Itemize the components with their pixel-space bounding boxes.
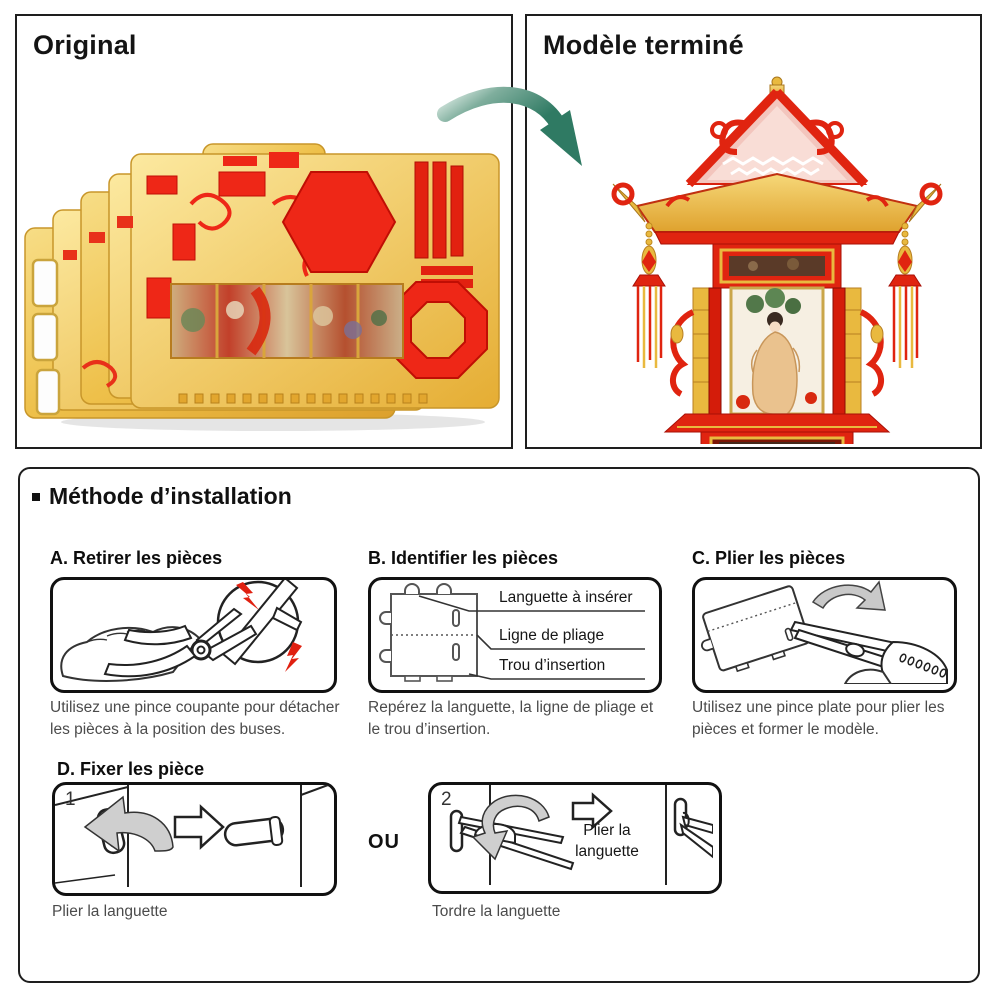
method-title: Méthode d’installation <box>32 483 292 510</box>
step-d-option2-caption: Tordre la languette <box>432 903 561 920</box>
label-fold-line: Ligne de pliage <box>499 627 605 644</box>
cutting-pliers-illustration <box>60 580 303 682</box>
fold-tab-illustration <box>55 785 328 887</box>
step-d-option1-caption: Plier la languette <box>52 903 168 920</box>
step-d-heading: D. Fixer les pièce <box>57 759 205 779</box>
step-c-box <box>692 577 957 693</box>
or-label: OU <box>368 831 400 853</box>
label-tab-to-insert: Languette à insérer <box>499 589 633 606</box>
original-panel: Original <box>15 14 513 449</box>
square-bullet-icon <box>32 492 40 501</box>
step-a-caption: Utilisez une pince coupante pour détache… <box>50 699 340 739</box>
step-b-caption: Repérez la languette, la ligne de pliage… <box>368 699 654 739</box>
label-insertion-hole: Trou d’insertion <box>499 657 606 674</box>
step-a-heading: A. Retirer les pièces <box>50 548 223 568</box>
transform-arrow-icon <box>437 86 582 166</box>
metal-sheets-illustration <box>24 143 500 431</box>
flat-pliers-illustration <box>701 580 948 684</box>
step-c-caption: Utilisez une pince plate pour plier les … <box>692 699 945 739</box>
method-title-text: Méthode d’installation <box>49 483 292 509</box>
step-d-option2-box: 2 Plier la languette <box>428 782 722 894</box>
step-a-box <box>50 577 337 693</box>
step-b-heading: B. Identifier les pièces <box>368 548 559 568</box>
method-panel: Méthode d’installation A. Retirer les pi… <box>18 467 980 983</box>
finished-panel-title: Modèle terminé <box>543 30 744 60</box>
twist-tab-illustration <box>449 785 713 885</box>
step-b-box: Languette à insérer Ligne de pliage Trou… <box>368 577 662 693</box>
option2-number: 2 <box>441 789 452 810</box>
piece-diagram <box>379 583 645 682</box>
finished-lantern-illustration <box>611 76 943 444</box>
original-panel-title: Original <box>33 30 137 60</box>
finished-panel: Modèle terminé <box>525 14 982 449</box>
step-d-option1-box: 1 <box>52 782 337 896</box>
option1-number: 1 <box>65 789 76 810</box>
option2-inner-label: Plier la languette <box>575 822 639 860</box>
step-c-heading: C. Plier les pièces <box>692 548 846 568</box>
